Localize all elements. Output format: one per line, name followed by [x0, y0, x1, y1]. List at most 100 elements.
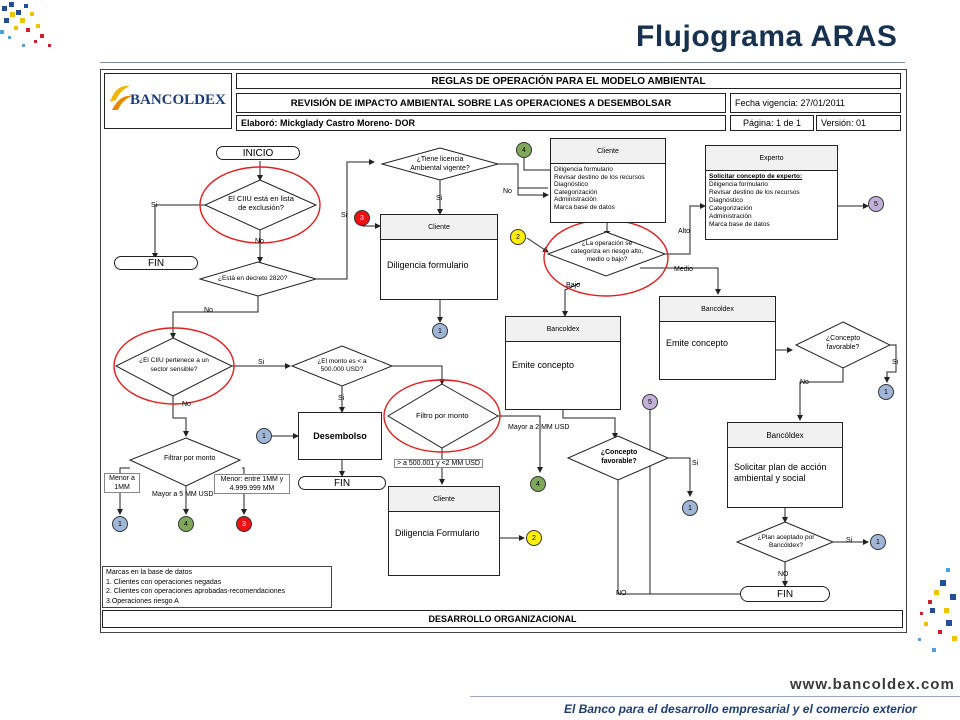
experto-box-item: Administración [709, 213, 752, 220]
header-validity: Fecha vigencia: 27/01/2011 [730, 93, 901, 113]
edge-label: No [255, 238, 264, 245]
connector-blue: 1 [870, 534, 886, 550]
connector-green: 4 [178, 516, 194, 532]
header-page: Página: 1 de 1 [730, 115, 814, 131]
footer-bar: DESARROLLO ORGANIZACIONAL [102, 610, 903, 628]
diamond-licencia [380, 147, 500, 181]
edge-label: Mayor a 2 MM USD [508, 424, 570, 431]
title-underline [100, 62, 905, 63]
connector-yellow: 2 [510, 229, 526, 245]
experto-box-item: Solicitar concepto de experto: [709, 173, 803, 180]
connector-blue: 1 [878, 384, 894, 400]
text-ciiu-exclusion: El CIIU está en lista de exclusión? [228, 194, 294, 212]
diamond-concepto-favorable-2 [566, 435, 670, 481]
inicio-terminal: INICIO [216, 146, 300, 160]
diamond-filtro-monto [387, 383, 500, 449]
diamond-plan [735, 521, 835, 563]
header-rules: REGLAS DE OPERACIÓN PARA EL MODELO AMBIE… [236, 73, 901, 89]
cliente-box-3-body: Diligencia Formulario [395, 528, 480, 538]
diamond-filtrar-monto [128, 437, 242, 487]
header-author: Elaboró: Mickglady Castro Moreno- DOR [236, 115, 726, 131]
connector-purple: 5 [868, 196, 884, 212]
experto-box-item: Diligencia formulario [709, 181, 768, 188]
edge-label: Si [151, 202, 158, 209]
header-version: Versión: 01 [816, 115, 901, 131]
edge-label: Si [341, 212, 348, 219]
edge-label-si-plan: Si [846, 537, 853, 544]
connector-green: 4 [516, 142, 532, 158]
flowchart-frame [100, 69, 907, 633]
bancoldex-box-1: Bancoldex Emite concepto [505, 316, 621, 410]
desembolso-label: Desembolso [313, 431, 367, 441]
bancoldex-box-3-body: Solicitar plan de acción ambiental y soc… [734, 462, 827, 483]
edge-label: NO [778, 571, 789, 578]
cliente-box-3-title: Cliente [389, 487, 499, 512]
bancoldex-box-1-title: Bancoldex [506, 317, 620, 342]
corner-mosaic-bottom-right [918, 568, 957, 652]
bancoldex-box-2: Bancoldex Emite concepto [659, 296, 776, 380]
edge-label: No [800, 379, 809, 386]
text-ciiu-sensible: ¿El CIIU pertenece a un sector sensible? [139, 357, 209, 373]
footer-divider [470, 696, 960, 697]
cliente-box-2-item: Categorización [554, 188, 598, 196]
edge-label: No [182, 401, 191, 408]
connector-yellow: 2 [526, 530, 542, 546]
experto-box-title: Experto [706, 146, 837, 171]
edge-label: Si [436, 195, 443, 202]
text-concepto-favorable-1: ¿Concepto favorable? [825, 335, 861, 351]
cliente-box-2-item: Diligencia formulario [554, 166, 613, 173]
experto-box: Experto Solicitar concepto de experto: D… [705, 145, 838, 240]
cliente-box-3: Cliente Diligencia Formulario [388, 486, 500, 576]
cliente-box-1: Cliente Diligencia formulario [380, 214, 498, 300]
slogan: El Banco para el desarrollo empresarial … [564, 702, 917, 716]
diamond-decreto [198, 261, 318, 297]
cliente-box-1-body: Diligencia formulario [387, 260, 469, 270]
experto-box-item: Marca base de datos [709, 221, 770, 228]
legend-box: Marcas en la base de datos 1. Clientes c… [102, 566, 332, 608]
corner-mosaic-top-left [0, 2, 51, 47]
bancoldex-box-2-title: Bancoldex [660, 297, 775, 322]
cliente-box-2-item: Revisar destino de los recursos [554, 173, 645, 181]
text-filtro-monto: Filtro por monto [416, 411, 469, 420]
edge-label: Menor a 1MM [104, 473, 140, 493]
fin-terminal-3: FIN [740, 586, 830, 602]
edge-label: > a 500.001 y <2 MM USD [394, 459, 483, 468]
fin-terminal-2: FIN [298, 476, 386, 490]
cliente-box-2: Cliente Diligencia formulario Revisar de… [550, 138, 666, 223]
connector-blue: 1 [432, 323, 448, 339]
website-url[interactable]: www.bancoldex.com [790, 676, 955, 693]
bancoldex-logo-icon [110, 85, 132, 110]
header-revision: REVISIÓN DE IMPACTO AMBIENTAL SOBRE LAS … [236, 93, 726, 113]
edge-label: Mayor a 5 MM USD [152, 491, 214, 498]
text-filtrar-monto: Filtrar por monto [164, 455, 216, 462]
edge-label: Medio [674, 266, 694, 273]
desembolso-box: Desembolso [298, 412, 382, 460]
page-title: Flujograma ARAS [636, 20, 898, 53]
edge-label: Si [892, 359, 899, 366]
connector-purple: 5 [642, 394, 658, 410]
connector-green: 4 [530, 476, 546, 492]
cliente-box-2-title: Cliente [551, 139, 665, 164]
diamond-ciiu-exclusion [203, 179, 318, 231]
text-concepto-favorable-2: ¿Concepto favorable? [600, 449, 638, 465]
edge-label: No [503, 188, 512, 195]
text-decreto: ¿Está en decreto 2820? [218, 275, 288, 282]
experto-box-item: Diagnóstico [709, 197, 743, 204]
bancoldex-box-2-body: Emite concepto [666, 338, 729, 348]
edge-label: Bajo [566, 282, 581, 289]
edge-label: Si [338, 395, 345, 402]
cliente-box-2-item: Diagnóstico [554, 181, 588, 188]
bancoldex-box-1-body: Emite concepto [512, 360, 575, 370]
experto-box-item: Categorización [709, 205, 753, 212]
edge-label: Alto [678, 228, 691, 235]
legend-item: 3.Operaciones riesgo A [106, 597, 179, 605]
fin-terminal-1: FIN [114, 256, 198, 270]
edge-label: No [204, 307, 213, 314]
diamond-monto [290, 345, 394, 387]
cliente-box-2-item: Marca base de datos [554, 203, 615, 211]
experto-box-item: Revisar destino de los recursos [709, 189, 800, 196]
text-monto: ¿El monto es < a 500.000 USD? [317, 358, 367, 373]
connector-blue: 1 [112, 516, 128, 532]
connector-red: 3 [236, 516, 252, 532]
